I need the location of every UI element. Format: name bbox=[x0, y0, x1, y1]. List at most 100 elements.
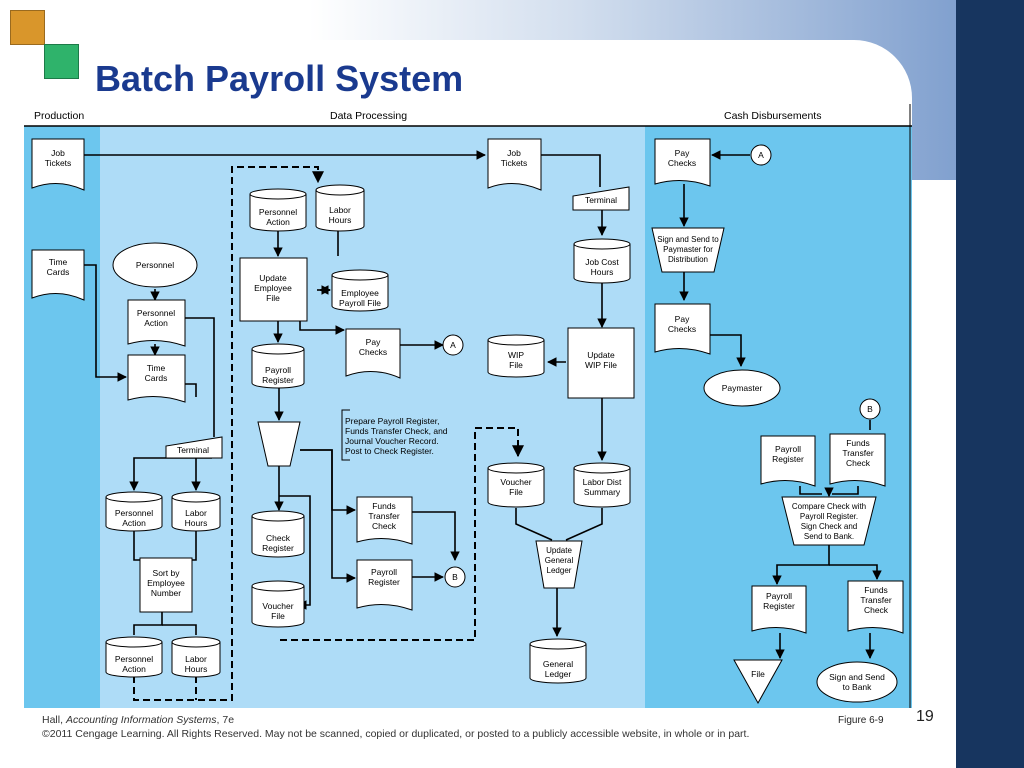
update-employee-file: Update Employee File bbox=[239, 257, 308, 322]
time-cards-doc: Time Cards bbox=[127, 354, 186, 403]
funds-transfer-check-cd-doc-2: Funds Transfer Check bbox=[847, 580, 904, 634]
svg-text:Terminal: Terminal bbox=[585, 195, 617, 205]
svg-text:Time: Time bbox=[49, 257, 68, 267]
svg-text:A: A bbox=[758, 150, 764, 160]
svg-text:Personnel: Personnel bbox=[136, 260, 174, 270]
footer-copyright: ©2011 Cengage Learning. All Rights Reser… bbox=[42, 728, 750, 740]
connector-a-1: A bbox=[442, 334, 464, 356]
funds-transfer-check-cd-doc: Funds Transfer Check bbox=[829, 433, 886, 487]
svg-text:File: File bbox=[271, 611, 285, 621]
svg-text:Labor: Labor bbox=[185, 508, 207, 518]
svg-text:Terminal: Terminal bbox=[177, 445, 209, 455]
personnel-action-file-top: Personnel Action bbox=[249, 188, 307, 232]
svg-text:Ledger: Ledger bbox=[545, 669, 572, 679]
svg-text:Update: Update bbox=[546, 546, 572, 555]
personnel-action-file-1: Personnel Action bbox=[105, 491, 163, 532]
svg-text:Transfer: Transfer bbox=[842, 448, 874, 458]
svg-text:Payroll: Payroll bbox=[766, 591, 792, 601]
personnel-action-doc: Personnel Action bbox=[127, 299, 186, 347]
connector-b-2: B bbox=[859, 398, 881, 420]
payroll-process-trapezoid bbox=[257, 421, 301, 467]
batch-payroll-flowchart: Production Data Processing Cash Disburse… bbox=[24, 104, 912, 708]
svg-text:Summary: Summary bbox=[584, 487, 621, 497]
svg-text:Register: Register bbox=[772, 454, 804, 464]
connector-a-2: A bbox=[750, 144, 772, 166]
svg-text:Employee: Employee bbox=[341, 288, 379, 298]
svg-text:WIP: WIP bbox=[508, 350, 524, 360]
sign-send-to-paymaster: Sign and Send to Paymaster for Distribut… bbox=[651, 227, 725, 273]
svg-text:Register: Register bbox=[368, 577, 400, 587]
general-ledger-file: General Ledger bbox=[529, 638, 587, 684]
lane-production bbox=[24, 126, 100, 708]
terminal-left: Terminal bbox=[165, 436, 223, 459]
svg-text:Sign and Send to: Sign and Send to bbox=[657, 235, 719, 244]
lane-header-bar bbox=[24, 104, 912, 126]
svg-text:Funds: Funds bbox=[372, 501, 396, 511]
svg-text:to Bank: to Bank bbox=[843, 682, 873, 692]
svg-text:Tickets: Tickets bbox=[45, 158, 72, 168]
svg-text:Register: Register bbox=[262, 375, 294, 385]
labor-hours-file-top: Labor Hours bbox=[315, 184, 365, 232]
svg-text:Prepare Payroll Register,: Prepare Payroll Register, bbox=[345, 416, 440, 426]
footer-citation: Hall, Accounting Information Systems, 7e bbox=[42, 714, 235, 726]
labor-hours-file-2: Labor Hours bbox=[171, 636, 221, 678]
svg-text:Compare Check with: Compare Check with bbox=[792, 502, 866, 511]
terminal-right: Terminal bbox=[572, 186, 630, 211]
svg-text:WIP File: WIP File bbox=[585, 360, 617, 370]
update-wip-file: Update WIP File bbox=[567, 327, 635, 399]
svg-text:Check: Check bbox=[372, 521, 397, 531]
sign-send-to-bank-oval: Sign and Send to Bank bbox=[816, 661, 898, 703]
svg-text:File: File bbox=[509, 487, 523, 497]
svg-text:Action: Action bbox=[266, 217, 290, 227]
figure-label: Figure 6-9 bbox=[838, 715, 884, 726]
svg-text:Employee: Employee bbox=[254, 283, 292, 293]
svg-text:Transfer: Transfer bbox=[860, 595, 892, 605]
connector-b-1: B bbox=[444, 566, 466, 588]
svg-text:General: General bbox=[543, 659, 573, 669]
funds-transfer-check-mid: Funds Transfer Check bbox=[356, 496, 413, 545]
svg-text:Hours: Hours bbox=[591, 267, 614, 277]
svg-text:Payroll File: Payroll File bbox=[339, 298, 381, 308]
svg-text:B: B bbox=[452, 572, 458, 582]
labor-dist-summary-file: Labor Dist Summary bbox=[573, 462, 631, 508]
svg-text:Voucher: Voucher bbox=[262, 601, 293, 611]
svg-text:Time: Time bbox=[147, 363, 166, 373]
voucher-file-left: Voucher File bbox=[251, 580, 305, 628]
file-triangle: File bbox=[733, 659, 783, 705]
payroll-register-cd-doc-2: Payroll Register bbox=[751, 585, 807, 634]
svg-text:Job Cost: Job Cost bbox=[585, 257, 619, 267]
svg-text:Check: Check bbox=[846, 458, 871, 468]
pay-checks-mid-doc: Pay Checks bbox=[345, 328, 401, 379]
personnel-action-file-2: Personnel Action bbox=[105, 636, 163, 678]
svg-text:Check: Check bbox=[864, 605, 889, 615]
svg-text:Update: Update bbox=[587, 350, 615, 360]
svg-text:File: File bbox=[751, 669, 765, 679]
svg-text:Funds: Funds bbox=[846, 438, 870, 448]
svg-text:Job: Job bbox=[51, 148, 65, 158]
svg-text:Send to Bank.: Send to Bank. bbox=[804, 532, 854, 541]
header-cash-disbursements: Cash Disbursements bbox=[724, 110, 821, 122]
svg-text:Job: Job bbox=[507, 148, 521, 158]
svg-text:Funds: Funds bbox=[864, 585, 888, 595]
svg-text:Pay: Pay bbox=[675, 314, 690, 324]
svg-text:Action: Action bbox=[122, 518, 146, 528]
svg-text:File: File bbox=[509, 360, 523, 370]
svg-text:Payroll: Payroll bbox=[775, 444, 801, 454]
slide-title: Batch Payroll System bbox=[95, 58, 464, 99]
header-data-processing: Data Processing bbox=[330, 110, 407, 122]
svg-text:Update: Update bbox=[259, 273, 287, 283]
wip-file: WIP File bbox=[487, 334, 545, 378]
orange-square-decoration bbox=[10, 10, 45, 45]
check-register-file: Check Register bbox=[251, 510, 305, 558]
sort-by-employee-number: Sort by Employee Number bbox=[139, 557, 193, 613]
svg-text:Personnel: Personnel bbox=[115, 654, 153, 664]
svg-text:Checks: Checks bbox=[359, 347, 387, 357]
svg-text:Post to Check Register.: Post to Check Register. bbox=[345, 446, 434, 456]
svg-text:Checks: Checks bbox=[668, 158, 696, 168]
svg-text:Number: Number bbox=[151, 588, 181, 598]
payroll-register-mid: Payroll Register bbox=[356, 559, 413, 611]
processing-annotation: Prepare Payroll Register, Funds Transfer… bbox=[341, 409, 448, 461]
payroll-register-cd-doc: Payroll Register bbox=[760, 435, 816, 487]
svg-text:Voucher: Voucher bbox=[500, 477, 531, 487]
job-tickets-production-doc: Job Tickets bbox=[31, 138, 85, 191]
